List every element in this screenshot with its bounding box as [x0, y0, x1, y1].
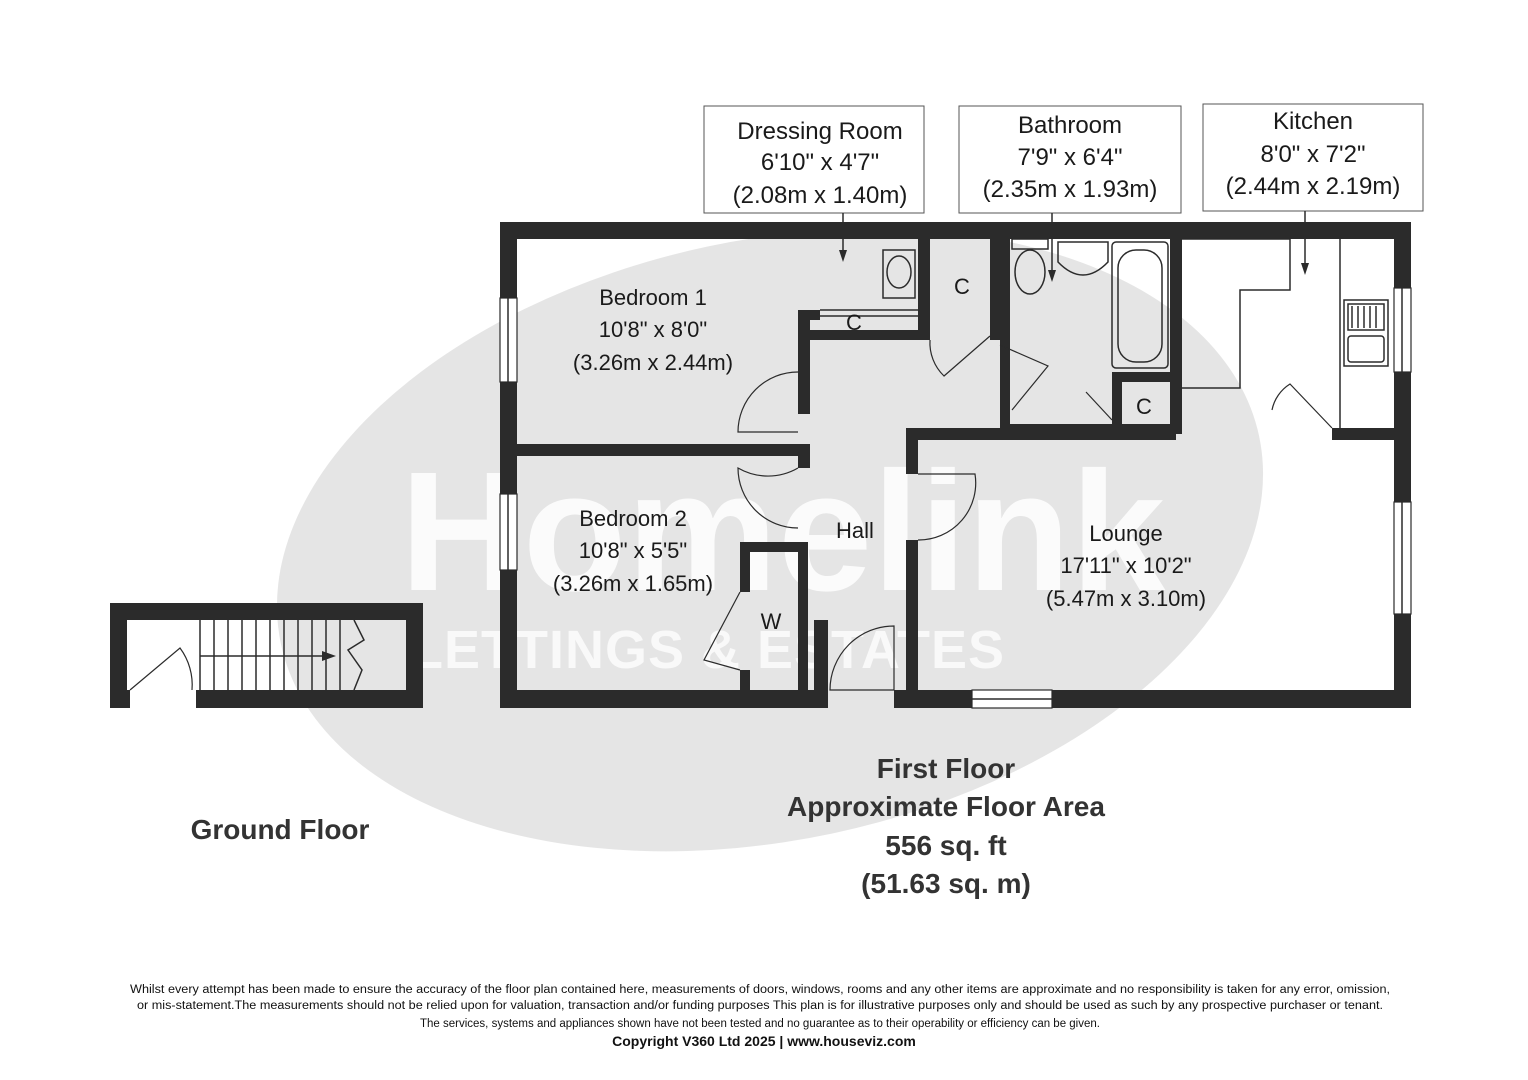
room-bedroom-1: Bedroom 1 10'8" x 8'0" (3.26m x 2.44m): [573, 285, 733, 375]
area-sqft: 556 sq. ft: [885, 830, 1006, 861]
ground-floor-plan: [110, 603, 423, 708]
watermark-brand: Homelink: [400, 437, 1166, 627]
callout-arrow-icon: [1048, 270, 1056, 282]
room-lounge: Lounge 17'11" x 10'2" (5.47m x 3.10m): [1046, 521, 1206, 611]
callout-box: [958, 105, 1182, 214]
callout-metric: (2.35m x 1.93m): [983, 176, 1158, 203]
doors: [703, 335, 1333, 691]
room-imperial: 10'8" x 5'5": [579, 538, 687, 563]
first-floor-title: First Floor: [877, 753, 1016, 784]
cupboard-label: C: [846, 310, 862, 335]
room-metric: (3.26m x 1.65m): [553, 571, 713, 596]
callout-imperial: 6'10" x 4'7": [761, 149, 879, 176]
room-hall: Hall: [836, 518, 874, 543]
disclaimer-line: or mis-statement.The measurements should…: [137, 1000, 1383, 1012]
callout-kitchen: Kitchen 8'0" x 7'2" (2.44m x 2.19m): [1202, 103, 1424, 275]
area-label: Approximate Floor Area: [787, 791, 1105, 822]
disclaimer-line: Whilst every attempt has been made to en…: [130, 984, 1390, 996]
disclaimer-line: The services, systems and appliances sho…: [420, 1018, 1100, 1030]
callout-imperial: 7'9" x 6'4": [1018, 144, 1123, 171]
wardrobe-label: W: [761, 609, 782, 634]
callout-arrow-icon: [839, 250, 847, 262]
room-imperial: 10'8" x 8'0": [599, 317, 707, 342]
cupboard-label: C: [954, 274, 970, 299]
callout-metric: (2.44m x 2.19m): [1226, 173, 1401, 200]
callout-name: Bathroom: [1018, 112, 1122, 139]
callout-arrow-icon: [1301, 263, 1309, 275]
room-imperial: 17'11" x 10'2": [1060, 553, 1191, 578]
cupboard-label: C: [1136, 394, 1152, 419]
fixtures: [882, 238, 1389, 428]
room-metric: (3.26m x 2.44m): [573, 350, 733, 375]
callout-metric: (2.08m x 1.40m): [733, 182, 908, 209]
callout-name: Dressing Room: [737, 118, 902, 145]
room-name: Lounge: [1089, 521, 1162, 546]
disclaimer: Whilst every attempt has been made to en…: [130, 984, 1390, 1049]
room-bedroom-2: Bedroom 2 10'8" x 5'5" (3.26m x 1.65m): [553, 506, 713, 596]
room-name: Bedroom 1: [599, 285, 707, 310]
callout-imperial: 8'0" x 7'2": [1261, 141, 1366, 168]
room-name: Bedroom 2: [579, 506, 687, 531]
ground-floor-title: Ground Floor: [191, 814, 370, 845]
callout-name: Kitchen: [1273, 108, 1353, 135]
room-metric: (5.47m x 3.10m): [1046, 586, 1206, 611]
area-sqm: (51.63 sq. m): [861, 868, 1031, 899]
copyright: Copyright V360 Ltd 2025 | www.houseviz.c…: [612, 1033, 916, 1049]
first-floor-walls: [499, 222, 1412, 709]
callout-bathroom: Bathroom 7'9" x 6'4" (2.35m x 1.93m): [958, 105, 1182, 282]
first-floor-summary: First Floor Approximate Floor Area 556 s…: [787, 753, 1105, 899]
stairs: [199, 619, 365, 691]
callout-box: [703, 105, 925, 214]
callout-box: [1202, 103, 1424, 212]
callout-dressing-room: Dressing Room 6'10" x 4'7" (2.08m x 1.40…: [703, 105, 925, 262]
